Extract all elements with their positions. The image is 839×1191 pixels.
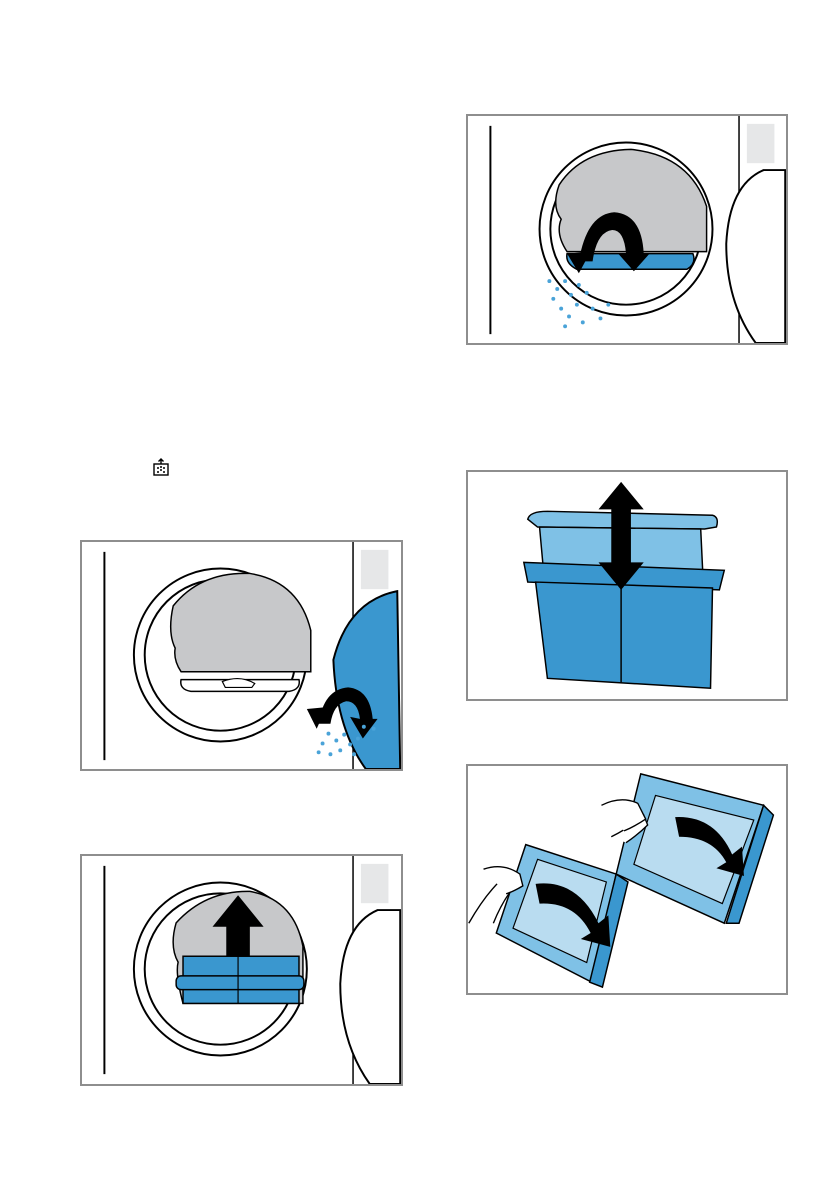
illustration-open-door-fluff — [80, 540, 403, 771]
fluff-filter-icon — [152, 458, 170, 476]
illustration-wipe-fluff-seal — [466, 114, 788, 345]
illustration-pull-filter-up — [80, 854, 403, 1086]
illustration-clean-filter — [466, 764, 788, 995]
illustration-open-filter — [466, 470, 788, 701]
